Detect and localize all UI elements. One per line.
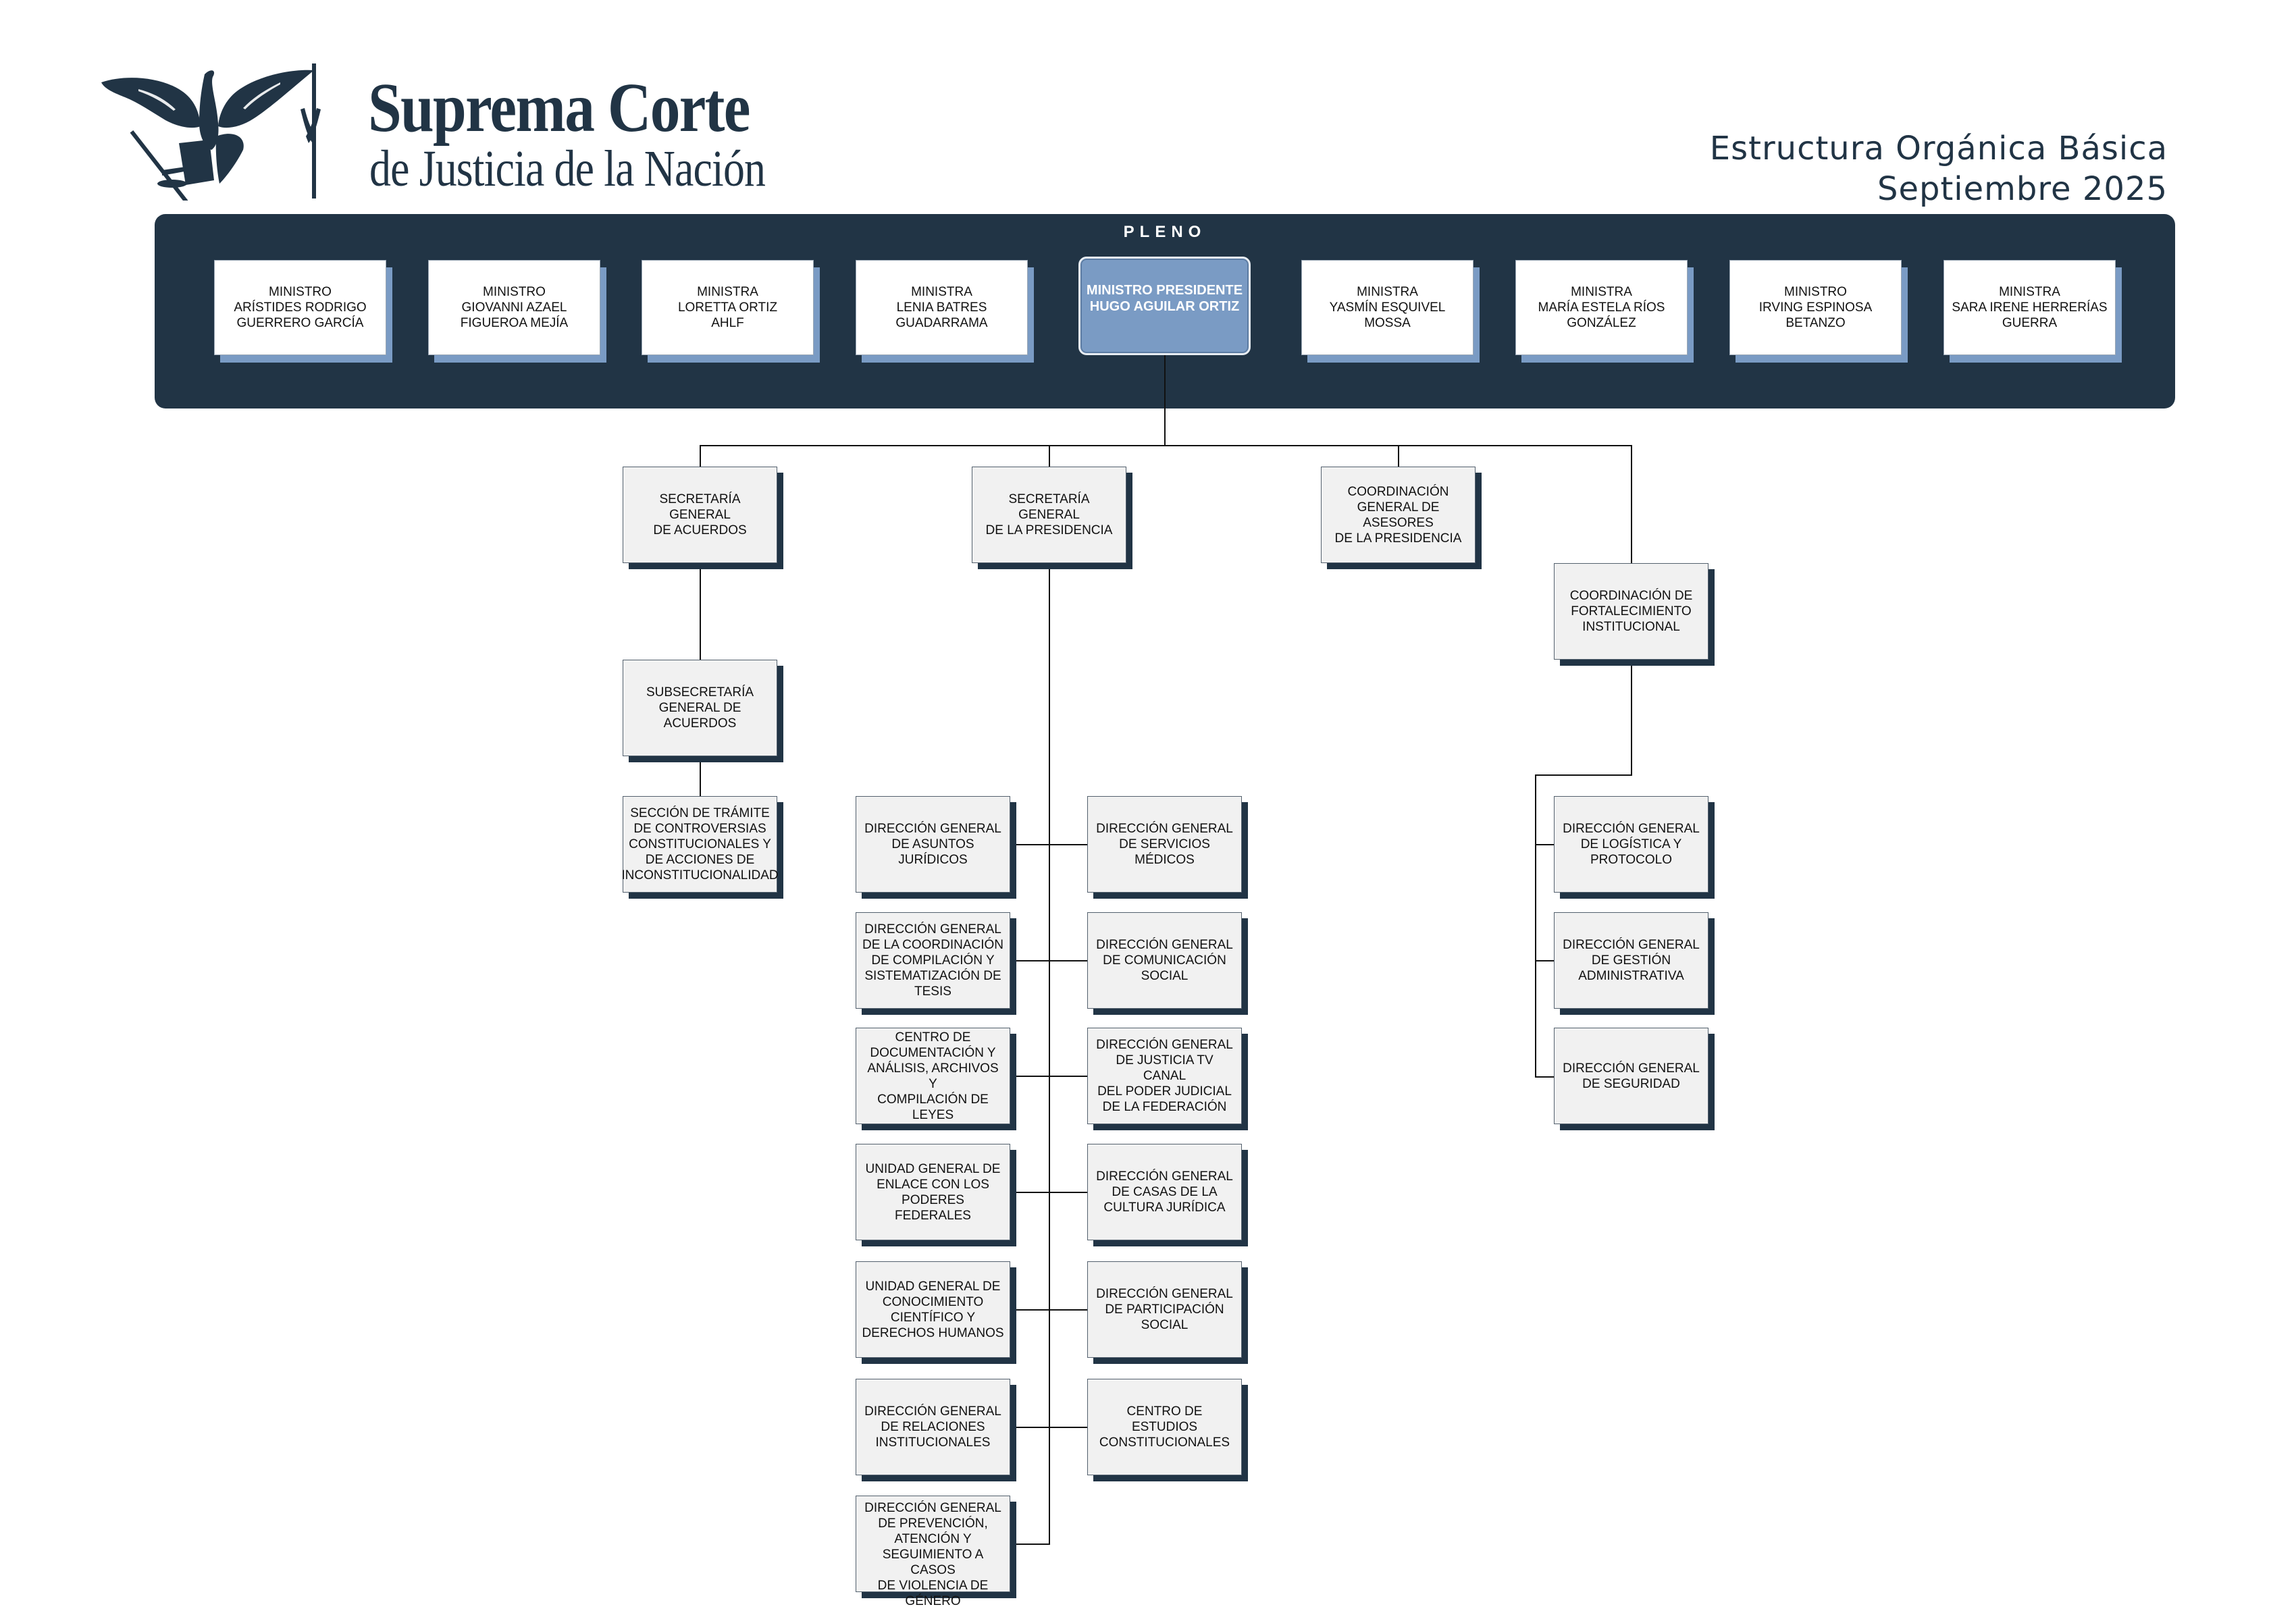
unit-box[interactable]: DIRECCIÓN GENERAL DE RELACIONES INSTITUC… [856,1379,1010,1475]
unit-label: COORDINACIÓN DE FORTALECIMIENTO INSTITUC… [1569,589,1693,634]
scjn-eagle-emblem-icon [101,63,321,201]
unit-label: DIRECCIÓN GENERAL DE LA COORDINACIÓN DE … [862,922,1004,999]
connector-line [1010,844,1087,845]
unit-box-coordinacion-asesores[interactable]: COORDINACIÓN GENERAL DE ASESORES DE LA P… [1321,467,1476,563]
unit-label: CENTRO DE DOCUMENTACIÓN Y ANÁLISIS, ARCH… [867,1030,999,1122]
connector-line [1010,1192,1087,1193]
unit-box[interactable]: DIRECCIÓN GENERAL DE ASUNTOS JURÍDICOS [856,796,1010,893]
unit-label: DIRECCIÓN GENERAL DE PREVENCIÓN, ATENCIÓ… [864,1501,1001,1608]
unit-label: DIRECCIÓN GENERAL DE LOGÍSTICA Y PROTOCO… [1563,822,1700,867]
connector-line [1398,445,1399,467]
unit-label: SUBSECRETARÍA GENERAL DE ACUERDOS [646,685,754,731]
connector-line [700,445,1632,446]
brand-name: Suprema Corte [368,69,750,147]
connector-line [1535,774,1536,1077]
unit-label: DIRECCIÓN GENERAL DE ASUNTOS JURÍDICOS [864,822,1001,867]
unit-box[interactable]: UNIDAD GENERAL DE ENLACE CON LOS PODERES… [856,1144,1010,1240]
connector-line [1164,355,1166,446]
minister-name: MINISTRA LENIA BATRES GUADARRAMA [895,285,988,330]
connector-line [700,445,701,467]
minister-box[interactable]: MINISTRO ARÍSTIDES RODRIGO GUERRERO GARC… [214,260,386,355]
unit-label: DIRECCIÓN GENERAL DE SERVICIOS MÉDICOS [1096,822,1233,867]
connector-line [1535,1076,1554,1078]
brand-subtitle: de Justicia de la Nación [369,140,766,197]
minister-name: MINISTRO IRVING ESPINOSA BETANZO [1758,285,1873,330]
unit-label: CENTRO DE ESTUDIOS CONSTITUCIONALES [1099,1404,1230,1450]
unit-box-secretaria-general-presidencia[interactable]: SECRETARÍA GENERAL DE LA PRESIDENCIA [972,467,1126,563]
minister-box[interactable]: MINISTRA SARA IRENE HERRERÍAS GUERRA [1943,260,2116,355]
unit-box[interactable]: DIRECCIÓN GENERAL DE COMUNICACIÓN SOCIAL [1087,912,1242,1009]
connector-line [1049,563,1050,1545]
unit-label: DIRECCIÓN GENERAL DE COMUNICACIÓN SOCIAL [1096,938,1233,983]
unit-label: SECRETARÍA GENERAL DE LA PRESIDENCIA [985,492,1113,537]
unit-box-seccion-tramite[interactable]: SECCIÓN DE TRÁMITE DE CONTROVERSIAS CONS… [621,796,779,893]
minister-name: MINISTRA SARA IRENE HERRERÍAS GUERRA [1952,285,2108,330]
unit-label: DIRECCIÓN GENERAL DE SEGURIDAD [1563,1061,1700,1091]
unit-box[interactable]: DIRECCIÓN GENERAL DE SERVICIOS MÉDICOS [1087,796,1242,893]
minister-box[interactable]: MINISTRO GIOVANNI AZAEL FIGUEROA MEJÍA [428,260,600,355]
unit-label: COORDINACIÓN GENERAL DE ASESORES DE LA P… [1334,484,1462,546]
unit-box[interactable]: UNIDAD GENERAL DE CONOCIMIENTO CIENTÍFIC… [856,1261,1010,1358]
connector-line [1535,844,1554,845]
connector-line [1010,1076,1087,1077]
minister-box[interactable]: MINISTRA MARÍA ESTELA RÍOS GONZÁLEZ [1515,260,1688,355]
connector-line [1535,960,1554,961]
president-name: MINISTRO PRESIDENTE HUGO AGUILAR ORTIZ [1086,283,1243,314]
unit-label: DIRECCIÓN GENERAL DE RELACIONES INSTITUC… [864,1404,1001,1450]
minister-name: MINISTRO GIOVANNI AZAEL FIGUEROA MEJÍA [460,285,569,330]
unit-label: UNIDAD GENERAL DE ENLACE CON LOS PODERES… [865,1161,1001,1223]
unit-label: DIRECCIÓN GENERAL DE GESTIÓN ADMINISTRAT… [1563,938,1700,983]
unit-box[interactable]: DIRECCIÓN GENERAL DE PARTICIPACIÓN SOCIA… [1087,1261,1242,1358]
minister-box[interactable]: MINISTRA YASMÍN ESQUIVEL MOSSA [1301,260,1473,355]
connector-line [1631,445,1632,563]
connector-line [1631,660,1632,775]
unit-label: DIRECCIÓN GENERAL DE JUSTICIA TV CANAL D… [1096,1038,1233,1114]
unit-box[interactable]: DIRECCIÓN GENERAL DE LA COORDINACIÓN DE … [856,912,1010,1009]
minister-name: MINISTRA MARÍA ESTELA RÍOS GONZÁLEZ [1538,285,1665,330]
unit-box[interactable]: DIRECCIÓN GENERAL DE JUSTICIA TV CANAL D… [1087,1028,1242,1124]
minister-box[interactable]: MINISTRA LENIA BATRES GUADARRAMA [856,260,1028,355]
minister-box[interactable]: MINISTRO IRVING ESPINOSA BETANZO [1729,260,1902,355]
minister-name: MINISTRO ARÍSTIDES RODRIGO GUERRERO GARC… [234,285,367,330]
unit-box[interactable]: CENTRO DE DOCUMENTACIÓN Y ANÁLISIS, ARCH… [856,1028,1010,1124]
minister-name: MINISTRA LORETTA ORTIZ AHLF [677,285,778,330]
title-line: Estructura Orgánica Básica [1709,130,2168,167]
unit-box[interactable]: DIRECCIÓN GENERAL DE LOGÍSTICA Y PROTOCO… [1554,796,1708,893]
unit-label: UNIDAD GENERAL DE CONOCIMIENTO CIENTÍFIC… [862,1279,1004,1340]
unit-label: SECCIÓN DE TRÁMITE DE CONTROVERSIAS CONS… [621,806,779,882]
unit-box[interactable]: DIRECCIÓN GENERAL DE PREVENCIÓN, ATENCIÓ… [856,1496,1010,1608]
connector-line [1049,445,1050,467]
connector-line [1535,774,1632,776]
unit-box[interactable]: CENTRO DE ESTUDIOS CONSTITUCIONALES [1087,1379,1242,1475]
document-title: Estructura Orgánica Básica Septiembre 20… [1710,128,2168,209]
date-line: Septiembre 2025 [1877,170,2168,208]
unit-box-subsecretaria[interactable]: SUBSECRETARÍA GENERAL DE ACUERDOS [623,660,777,756]
connector-line [1010,1544,1049,1545]
unit-label: DIRECCIÓN GENERAL DE PARTICIPACIÓN SOCIA… [1096,1287,1233,1332]
unit-box[interactable]: DIRECCIÓN GENERAL DE GESTIÓN ADMINISTRAT… [1554,912,1708,1009]
unit-label: DIRECCIÓN GENERAL DE CASAS DE LA CULTURA… [1096,1169,1233,1215]
president-box[interactable]: MINISTRO PRESIDENTE HUGO AGUILAR ORTIZ [1078,257,1251,355]
unit-box-coordinacion-fortalecimiento[interactable]: COORDINACIÓN DE FORTALECIMIENTO INSTITUC… [1554,563,1708,660]
connector-line [1010,1309,1087,1311]
minister-box[interactable]: MINISTRA LORETTA ORTIZ AHLF [642,260,814,355]
pleno-label: PLENO [1123,223,1207,241]
minister-name: MINISTRA YASMÍN ESQUIVEL MOSSA [1329,285,1446,330]
unit-box[interactable]: DIRECCIÓN GENERAL DE SEGURIDAD [1554,1028,1708,1124]
unit-box-secretaria-general-acuerdos[interactable]: SECRETARÍA GENERAL DE ACUERDOS [623,467,777,563]
connector-line [1010,1427,1087,1428]
connector-line [1010,960,1087,961]
unit-box[interactable]: DIRECCIÓN GENERAL DE CASAS DE LA CULTURA… [1087,1144,1242,1240]
unit-label: SECRETARÍA GENERAL DE ACUERDOS [653,492,747,537]
